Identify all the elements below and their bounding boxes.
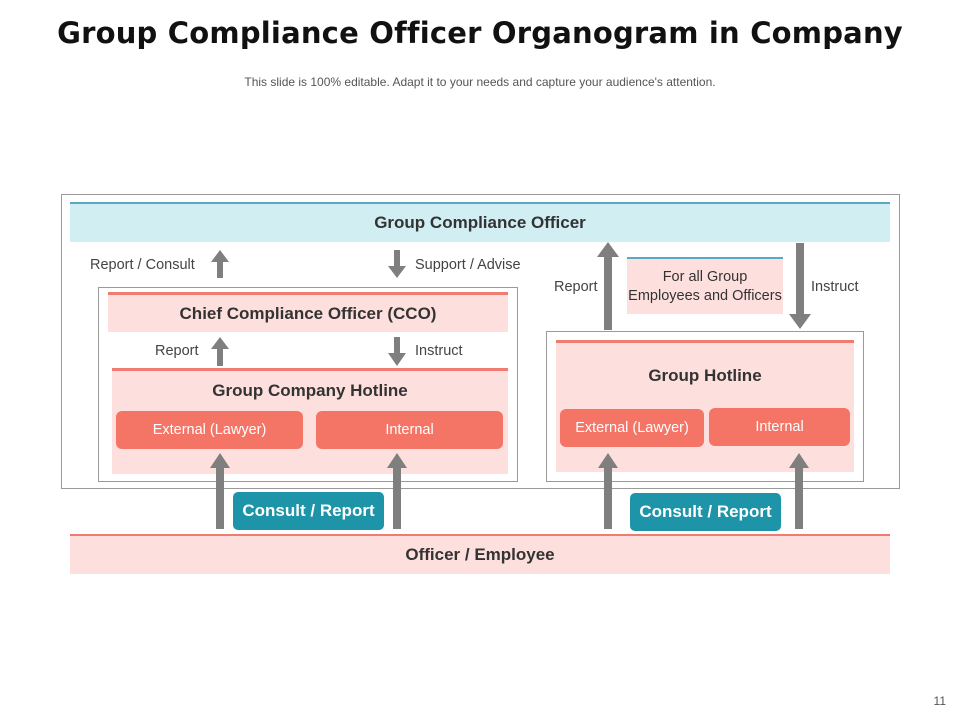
support-advise-label: Support / Advise	[415, 257, 521, 273]
left-internal-label: Internal	[385, 422, 434, 438]
cco-label: Chief Compliance Officer (CCO)	[179, 303, 437, 323]
up-arrow-report-consult	[211, 250, 229, 278]
right-instruct-label: Instruct	[811, 279, 859, 295]
group-compliance-officer-label: Group Compliance Officer	[374, 213, 586, 232]
right-internal-button[interactable]: Internal	[709, 408, 850, 446]
left-report-label: Report	[155, 343, 199, 359]
up-arrow-right-external	[598, 453, 618, 529]
slide-title: Group Compliance Officer Organogram in C…	[57, 16, 903, 50]
officer-employee-bar: Officer / Employee	[70, 534, 890, 574]
right-consult-report-label: Consult / Report	[639, 502, 772, 521]
right-consult-report-button[interactable]: Consult / Report	[630, 493, 781, 531]
group-hotline-title: Group Hotline	[648, 366, 762, 385]
left-external-lawyer-button[interactable]: External (Lawyer)	[116, 411, 303, 449]
page-number: 11	[933, 694, 946, 708]
group-employees-note: For all Group Employees and Officers	[627, 257, 783, 314]
left-consult-report-button[interactable]: Consult / Report	[233, 492, 384, 530]
cco-box: Chief Compliance Officer (CCO)	[108, 292, 508, 332]
report-consult-label: Report / Consult	[90, 257, 195, 273]
up-arrow-left-external	[210, 453, 230, 529]
up-arrow-left-internal	[387, 453, 407, 529]
right-internal-label: Internal	[755, 419, 804, 435]
group-company-hotline-title: Group Company Hotline	[212, 381, 408, 400]
left-external-lawyer-label: External (Lawyer)	[152, 422, 267, 438]
right-report-label: Report	[554, 279, 598, 295]
down-arrow-support-advise	[388, 250, 406, 278]
left-instruct-label: Instruct	[415, 343, 463, 359]
up-arrow-cco-report	[211, 337, 229, 366]
group-employees-note-label: For all Group Employees and Officers	[628, 268, 782, 304]
up-arrow-right-internal	[789, 453, 809, 529]
down-arrow-cco-instruct	[388, 337, 406, 366]
group-compliance-officer-bar: Group Compliance Officer	[70, 202, 890, 242]
left-consult-report-label: Consult / Report	[242, 501, 375, 520]
slide-subtitle: This slide is 100% editable. Adapt it to…	[244, 75, 716, 89]
left-internal-button[interactable]: Internal	[316, 411, 503, 449]
officer-employee-label: Officer / Employee	[405, 545, 555, 564]
group-hotline-panel	[556, 340, 854, 472]
down-arrow-right-instruct	[789, 243, 811, 329]
up-arrow-right-report	[597, 242, 619, 330]
organogram-frame	[61, 194, 900, 489]
right-external-lawyer-button[interactable]: External (Lawyer)	[560, 409, 704, 447]
right-external-lawyer-label: External (Lawyer)	[575, 420, 689, 436]
